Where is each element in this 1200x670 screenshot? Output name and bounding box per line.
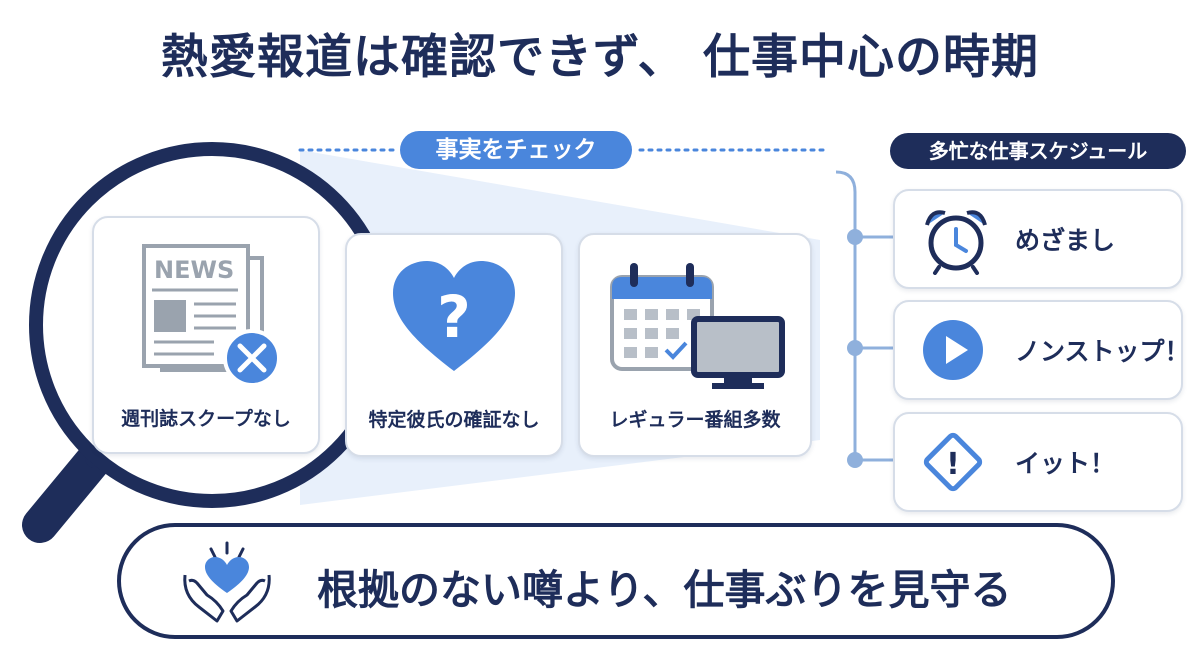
fact-card-label-2: 特定彼氏の確証なし — [368, 409, 540, 431]
timeline-dot-1 — [847, 229, 863, 245]
exclamation-mark: ! — [946, 447, 960, 482]
fact-card-label-1: 週刊誌スクープなし — [121, 408, 291, 430]
schedule-item-nonstop: ノンストップ！ — [893, 300, 1190, 400]
play-icon — [923, 320, 983, 380]
schedule-item-label-1: めざまし — [1015, 226, 1116, 255]
conclusion-text: 根拠のない噂より、仕事ぶりを見守る — [317, 566, 1012, 614]
fact-card-no-boyfriend: ? 特定彼氏の確証なし — [345, 233, 563, 457]
heart-question-icon: ? — [393, 261, 515, 371]
hands-heart-icon — [183, 541, 271, 623]
schedule-item-label-3: イット！ — [1015, 449, 1116, 478]
timeline-dot-3 — [847, 452, 863, 468]
schedule-item-label-2: ノンストップ！ — [1015, 337, 1190, 366]
news-word: NEWS — [154, 256, 234, 284]
exclamation-diamond-icon: ! — [923, 432, 983, 492]
conclusion-banner: 根拠のない噂より、仕事ぶりを見守る — [117, 523, 1115, 639]
question-mark: ? — [437, 283, 471, 351]
schedule-label: 多忙な仕事スケジュール — [890, 133, 1186, 169]
fact-check-label: 事実をチェック — [400, 131, 632, 169]
timeline-line — [835, 170, 857, 462]
alarm-clock-icon — [925, 210, 987, 275]
fact-card-label-3: レギュラー番組多数 — [609, 409, 781, 431]
fact-card-no-scoop: NEWS 週刊誌スクープなし — [92, 216, 320, 454]
newspaper-x-icon: NEWS — [142, 244, 281, 387]
schedule-item-it: ! イット！ — [893, 412, 1183, 512]
fact-card-many-shows: レギュラー番組多数 — [578, 233, 812, 457]
calendar-tv-icon — [610, 263, 785, 389]
timeline-dot-2 — [847, 340, 863, 356]
page-title: 熱愛報道は確認できず、 仕事中心の時期 — [160, 30, 1040, 85]
schedule-item-mezamashi: めざまし — [893, 189, 1183, 289]
